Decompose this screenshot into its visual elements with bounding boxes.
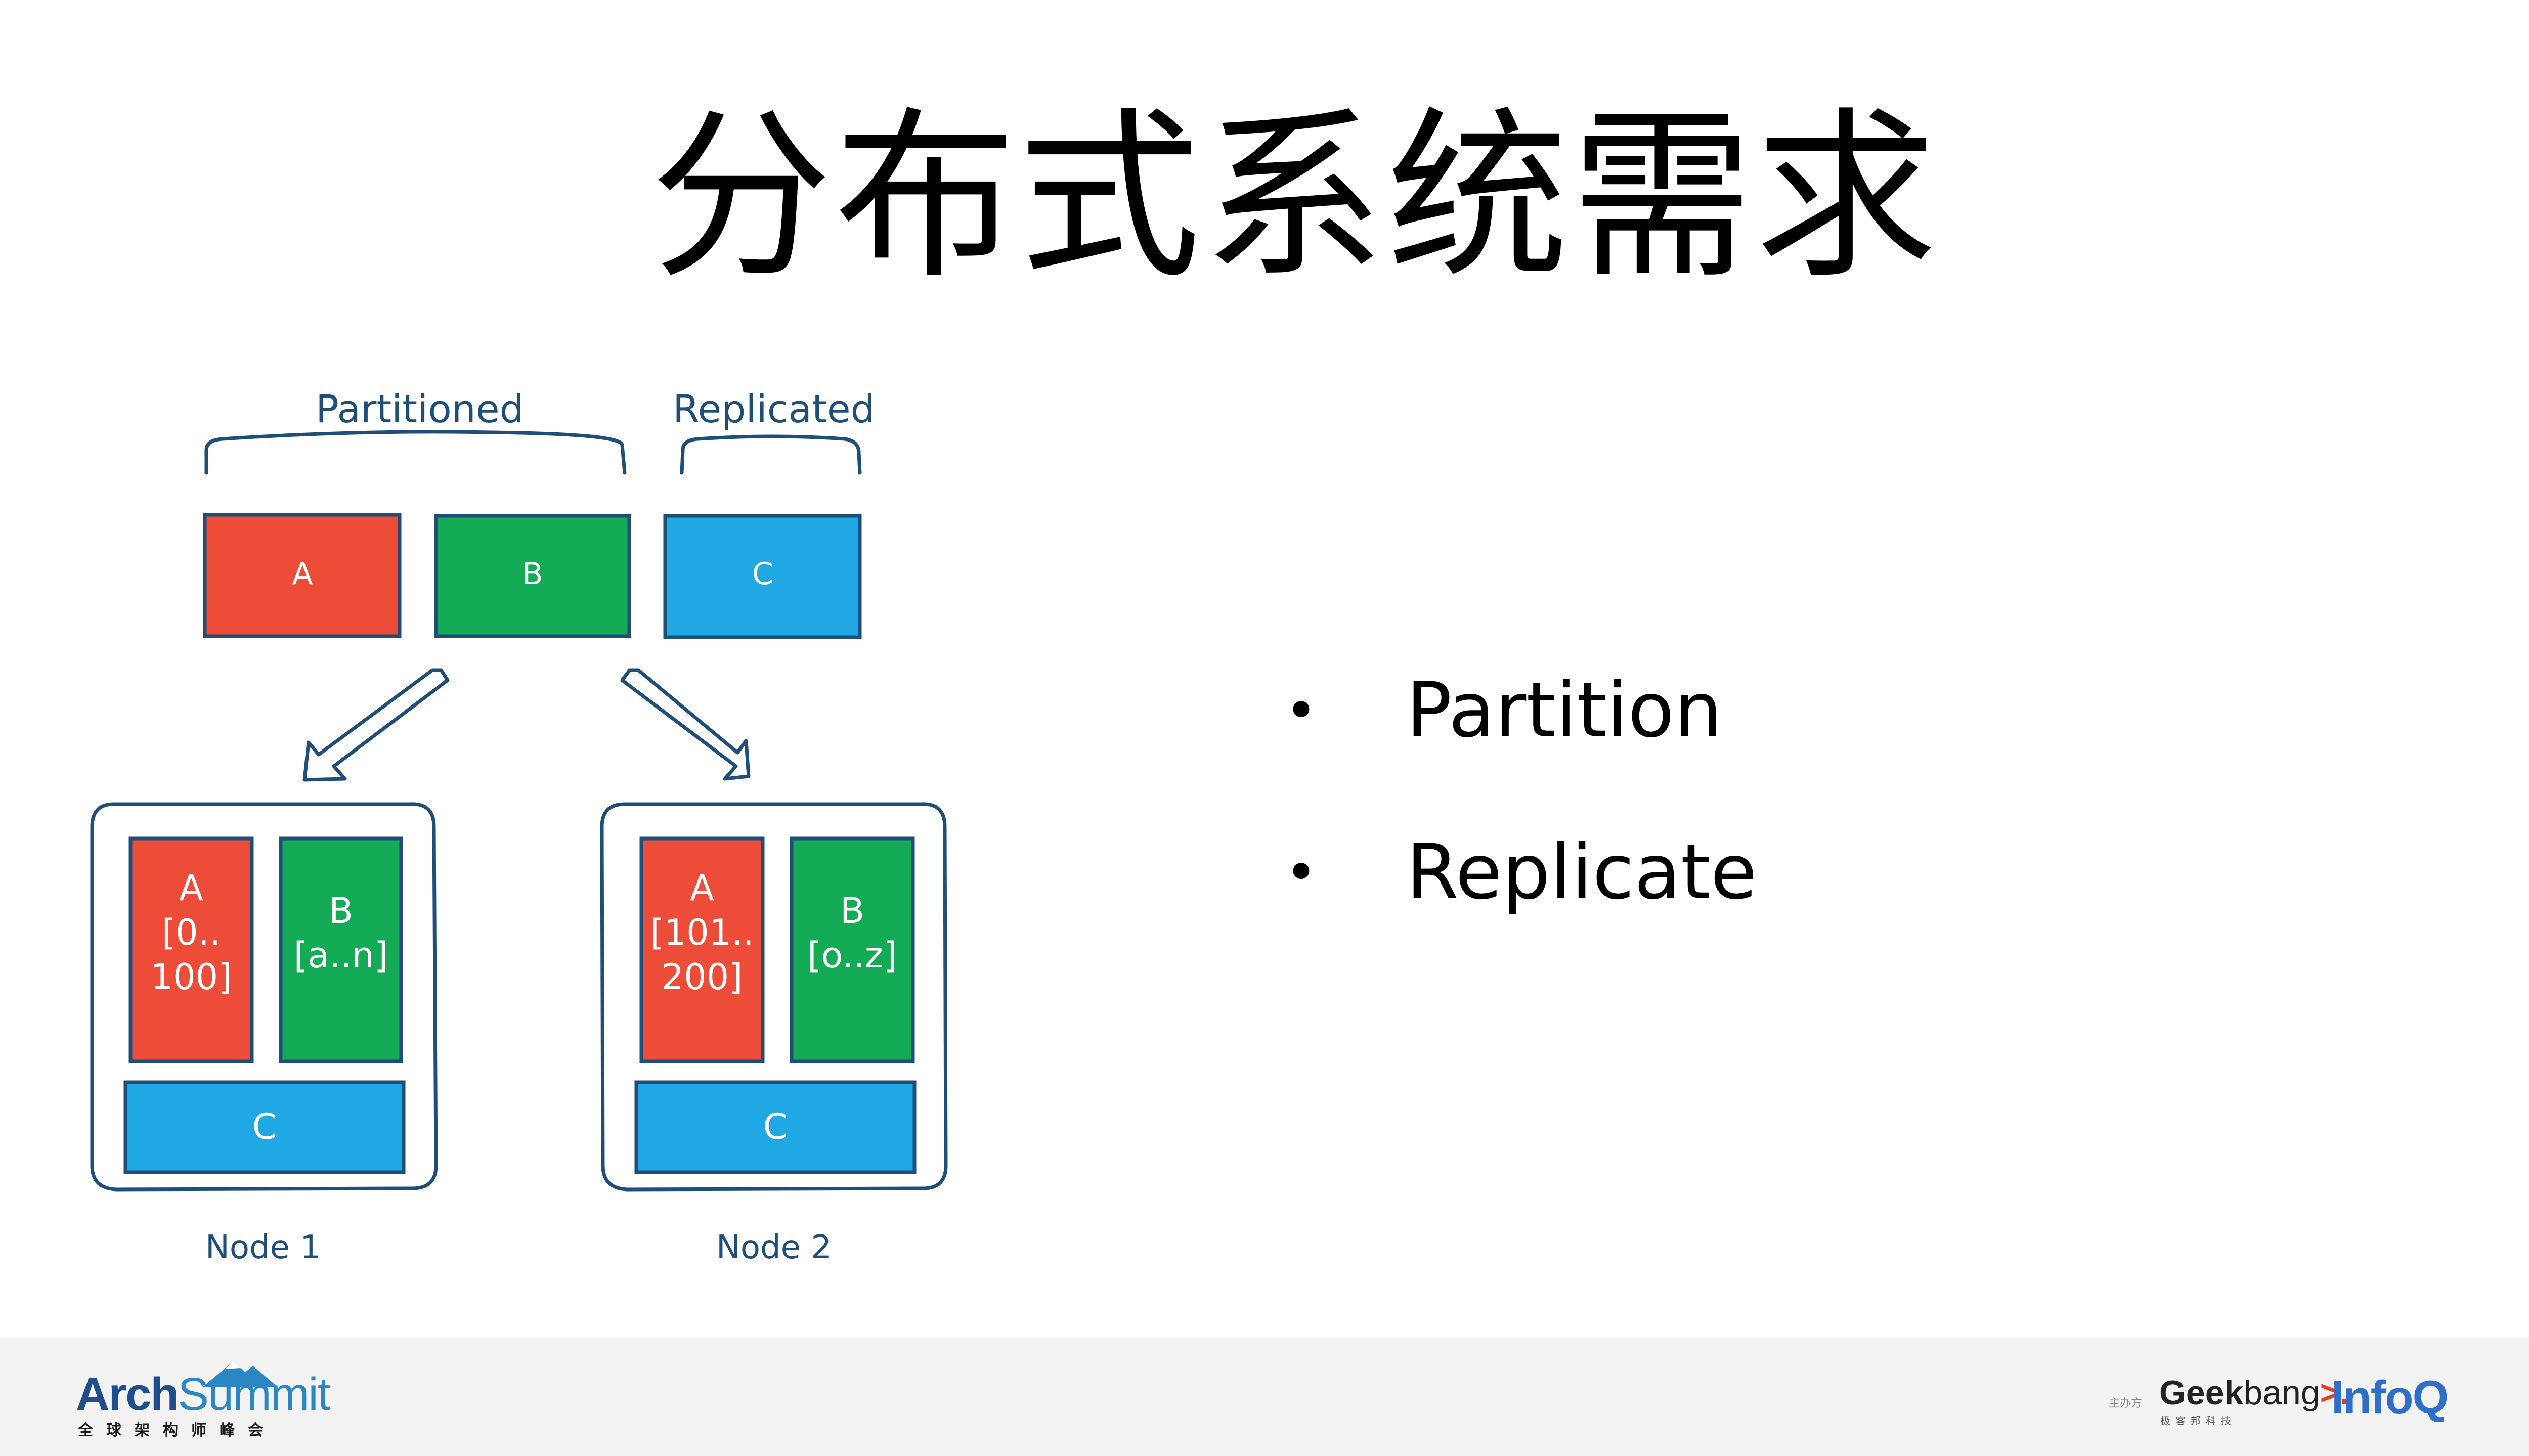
node-1-block-c-label: C	[252, 1106, 277, 1148]
archsummit-wordmark: ArchSummit	[76, 1368, 331, 1421]
node-2-block-b-line-1: B	[840, 890, 864, 932]
geekbang-subtitle: 极客邦科技	[2160, 1415, 2236, 1427]
node-1-block-a-line-1: A	[179, 867, 203, 909]
bullet-dot: •	[1285, 840, 1318, 905]
arrow-to-node-1	[302, 668, 450, 782]
node-1-label: Node 1	[205, 1229, 321, 1266]
source-block-a-label: A	[292, 556, 313, 592]
bullet-text: Replicate	[1406, 828, 1757, 916]
node-2-block-c-label: C	[763, 1106, 788, 1148]
node-2-block-a-line-1: A	[690, 867, 714, 909]
archsummit-summit: Summit	[178, 1369, 331, 1420]
arrow-to-node-2	[620, 668, 751, 781]
source-block-c-label: C	[752, 556, 773, 592]
replicated-brace	[680, 434, 862, 475]
partition-replication-diagram: Partitioned Replicated A B C A [0.. 100]…	[90, 386, 948, 1266]
slide-footer: ArchSummit 全球架构师峰会 主办方 Geekbang>. 极客邦科技 …	[0, 1338, 2529, 1456]
replicated-label: Replicated	[673, 386, 875, 431]
node-1-block-b-line-1: B	[329, 890, 353, 932]
geekbang-geek: Geek	[2159, 1374, 2244, 1412]
source-block-c: C	[663, 514, 862, 639]
node-1-block-a	[128, 836, 254, 1063]
source-block-b: B	[434, 514, 631, 638]
geekbang-logo: Geekbang>.	[2159, 1373, 2349, 1413]
node-2-block-c	[634, 1080, 917, 1174]
partitioned-brace	[204, 430, 627, 475]
node-1: A [0.. 100] B [a..n] C Node 1	[90, 802, 438, 1266]
node-1-block-b-line-2: [a..n]	[294, 935, 388, 976]
node-1-block-a-line-2: [0..	[162, 912, 221, 953]
node-2-block-b	[790, 836, 915, 1063]
archsummit-arch: Arch	[76, 1369, 179, 1420]
node-2-block-a	[639, 836, 765, 1063]
node-1-block-c	[123, 1080, 406, 1174]
node-1-block-b	[279, 836, 403, 1063]
node-2-block-a-line-2: [101..	[650, 912, 754, 953]
node-2-label: Node 2	[716, 1229, 832, 1266]
geekbang-bang: bang	[2243, 1374, 2320, 1412]
infoq-logo: InfoQ	[2331, 1372, 2449, 1423]
mountain-icon	[202, 1362, 278, 1387]
host-label: 主办方	[2109, 1397, 2143, 1410]
source-block-b-label: B	[522, 556, 543, 592]
archsummit-subtitle: 全球架构师峰会	[78, 1422, 276, 1439]
geekbang-arrow: >.	[2320, 1374, 2350, 1412]
host-logos: 主办方 Geekbang>. 极客邦科技 InfoQ	[2109, 1363, 2483, 1439]
slide-title: 分布式系统需求	[650, 91, 1939, 303]
node-1-block-a-line-3: 100]	[151, 956, 232, 998]
bullet-dot: •	[1285, 678, 1318, 743]
node-2-block-a-line-3: 200]	[662, 956, 743, 998]
source-block-a: A	[203, 513, 402, 638]
bullet-text: Partition	[1406, 667, 1723, 755]
partitioned-label: Partitioned	[316, 386, 524, 431]
node-2-block-b-line-2: [o..z]	[807, 935, 897, 976]
archsummit-logo: ArchSummit 全球架构师峰会	[76, 1358, 330, 1439]
node-2: A [101.. 200] B [o..z] C Node 2	[600, 802, 948, 1266]
